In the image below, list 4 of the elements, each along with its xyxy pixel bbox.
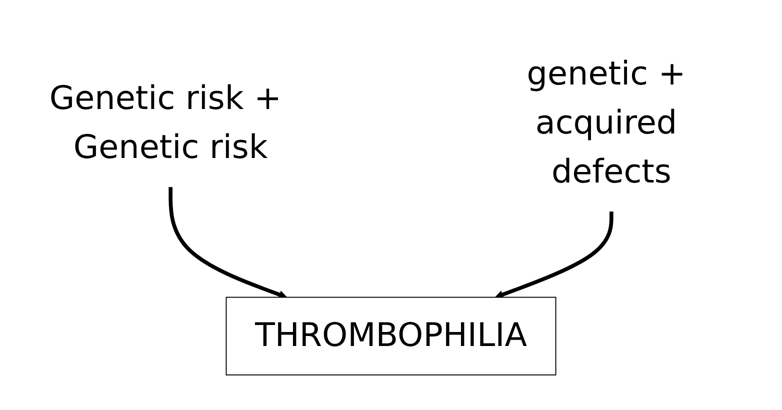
arrow (168, 186, 287, 298)
node-text: Genetic risk + Genetic risk (49, 78, 282, 166)
arrow (495, 210, 614, 298)
node-text: genetic + acquired defects (526, 54, 686, 191)
